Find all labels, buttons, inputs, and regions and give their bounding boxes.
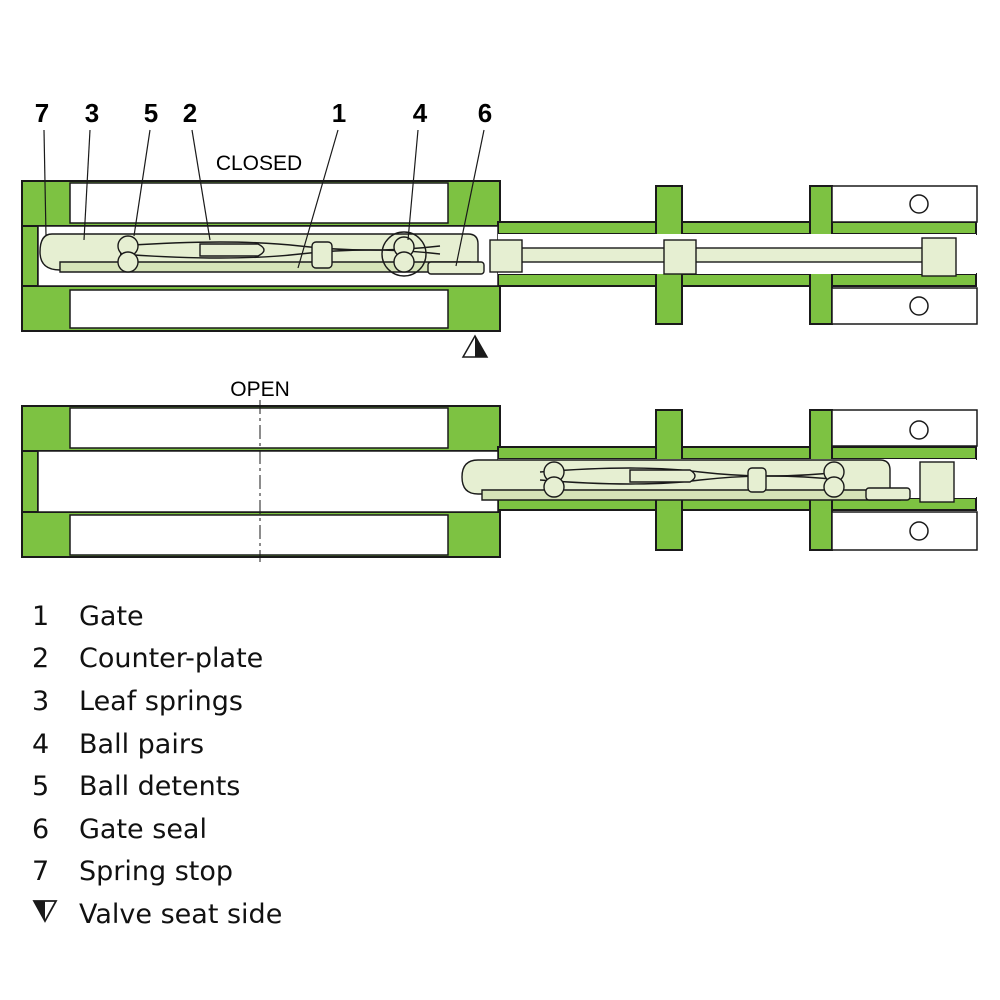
valve-seat-side-triangle-icon (32, 900, 58, 923)
callout-5: 5 (144, 98, 158, 128)
stem-rod (497, 247, 924, 263)
legend-key: 2 (32, 643, 50, 675)
legend-key: 1 (32, 600, 50, 632)
legend-text: Valve seat side (79, 898, 283, 930)
legend-text: Gate (79, 600, 144, 632)
legend-text: Ball detents (79, 771, 241, 803)
legend-text: Leaf springs (79, 685, 243, 717)
callout-7: 7 (35, 98, 49, 128)
legend-row: Valve seat side (32, 893, 282, 936)
gate-seal (427, 261, 485, 275)
open-state-label: OPEN (230, 378, 290, 401)
callout-4: 4 (413, 98, 428, 128)
legend-text: Counter-plate (79, 643, 264, 675)
counter-plate (119, 241, 441, 251)
bolt-hole-icon (909, 194, 929, 214)
legend-row: 5 Ball detents (32, 765, 282, 808)
bolt-hole-icon (909, 521, 929, 541)
legend: 1 Gate 2 Counter-plate 3 Leaf springs 4 … (32, 595, 282, 936)
legend-key: 7 (32, 856, 50, 888)
open-gate-mechanism (461, 459, 955, 503)
callout-1: 1 (332, 98, 346, 128)
legend-text: Spring stop (79, 856, 234, 888)
legend-text: Ball pairs (79, 728, 205, 760)
gate-seal (865, 487, 911, 501)
open-view (21, 400, 978, 562)
legend-row: 3 Leaf springs (32, 680, 282, 723)
legend-key: 6 (32, 813, 50, 845)
legend-row: 6 Gate seal (32, 808, 282, 851)
callout-2: 2 (183, 98, 197, 128)
open-bore (69, 407, 978, 556)
legend-row: 4 Ball pairs (32, 723, 282, 766)
legend-row: 1 Gate (32, 595, 282, 638)
legend-key: 3 (32, 685, 50, 717)
valve-seat-side-triangle-icon (461, 334, 489, 358)
legend-row: 7 Spring stop (32, 851, 282, 894)
legend-key (32, 899, 79, 930)
closed-state-label: CLOSED (216, 152, 302, 175)
legend-key: 4 (32, 728, 50, 760)
callout-6: 6 (478, 98, 492, 128)
legend-key: 5 (32, 771, 50, 803)
callout-3: 3 (85, 98, 99, 128)
callout-leaders (43, 129, 485, 269)
open-cavity (37, 450, 499, 513)
legend-text: Gate seal (79, 813, 207, 845)
bolt-hole-icon (909, 296, 929, 316)
bolt-hole-icon (909, 420, 929, 440)
legend-row: 2 Counter-plate (32, 638, 282, 681)
callout-labels: 7 3 5 2 1 4 6 (35, 98, 492, 128)
closed-bore (69, 182, 978, 329)
closed-gate-mechanism (39, 231, 957, 277)
closed-view (21, 180, 978, 358)
